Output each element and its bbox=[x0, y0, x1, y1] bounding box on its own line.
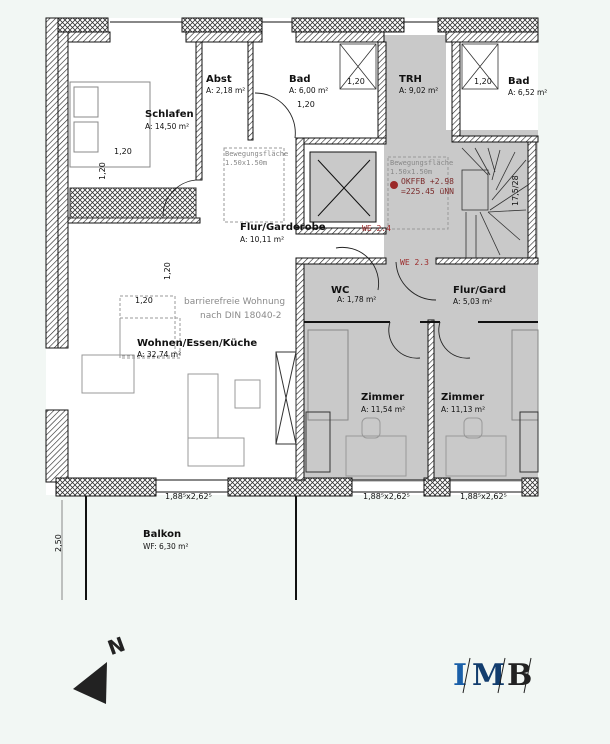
logo-i: I bbox=[453, 658, 467, 693]
room-area-schlafen: A: 14,50 m² bbox=[145, 122, 189, 131]
window-size: 1,88⁵x2,62⁵ bbox=[165, 492, 212, 501]
clearance-label: Bewegungsfläche bbox=[225, 150, 288, 158]
room-name-zimmer-2: Zimmer bbox=[441, 392, 484, 403]
window-size: 1,88⁵x2,62⁵ bbox=[363, 492, 410, 501]
room-name-balkon: Balkon bbox=[143, 529, 181, 540]
dimension: 1,20 bbox=[135, 296, 153, 305]
room-name-abst: Abst bbox=[206, 74, 232, 85]
accessible-note-din: nach DIN 18040-2 bbox=[200, 311, 282, 321]
room-area-flur-garderobe: A: 10,11 m² bbox=[240, 235, 284, 244]
logo-b: B bbox=[507, 658, 532, 693]
north-label: N bbox=[104, 632, 128, 660]
door-swings bbox=[162, 92, 471, 359]
clearance-label: Bewegungsfläche bbox=[390, 159, 453, 167]
unit-label-we-24: WE 2.4 bbox=[362, 224, 391, 233]
unit-label-we-23: WE 2.3 bbox=[400, 258, 429, 267]
dimension: 1,20 bbox=[163, 262, 172, 280]
furniture bbox=[81, 317, 539, 477]
room-area-bad-right: A: 6,52 m² bbox=[508, 88, 547, 97]
room-area-zimmer-1: A: 11,54 m² bbox=[361, 405, 405, 414]
room-area-wohnen: A: 32,74 m² bbox=[137, 350, 181, 359]
dimension: 1,20 bbox=[114, 147, 132, 156]
room-area-bad: A: 6,00 m² bbox=[289, 86, 328, 95]
clearance-size: 1.50x1.50m bbox=[390, 168, 432, 176]
clearance-area bbox=[119, 147, 449, 357]
elevator-cross bbox=[317, 159, 371, 217]
sea-level: =225.45 üNN bbox=[401, 187, 454, 196]
balcony bbox=[61, 496, 297, 600]
accessible-note: barrierefreie Wohnung bbox=[184, 297, 285, 307]
room-name-wohnen: Wohnen/Essen/Küche bbox=[137, 338, 257, 349]
wardrobe bbox=[69, 187, 197, 219]
room-area-balkon: WF: 6,30 m² bbox=[143, 542, 188, 551]
stair-ratio: 17,5/28 bbox=[511, 175, 520, 206]
room-name-flur-garderobe: Flur/Garderobe bbox=[240, 222, 326, 233]
room-labels: Schlafen A: 14,50 m² Abst A: 2,18 m² Bad… bbox=[137, 74, 547, 551]
room-area-wc: A: 1,78 m² bbox=[337, 295, 376, 304]
outer-walls bbox=[45, 17, 539, 497]
floor-level: OKFFB +2.98 bbox=[401, 177, 454, 186]
room-name-schlafen: Schlafen bbox=[145, 109, 194, 120]
dimension: 1,20 bbox=[297, 100, 315, 109]
window-size: 1,88⁵x2,62⁵ bbox=[460, 492, 507, 501]
inner-walls bbox=[67, 41, 539, 481]
level-marker-icon bbox=[390, 181, 398, 189]
room-name-bad: Bad bbox=[289, 74, 311, 85]
logo-m: M bbox=[472, 658, 505, 693]
room-name-wc: WC bbox=[331, 285, 349, 296]
room-area-trh: A: 9,02 m² bbox=[399, 86, 438, 95]
room-name-zimmer-1: Zimmer bbox=[361, 392, 404, 403]
room-name-bad-right: Bad bbox=[508, 76, 530, 87]
room-name-flur-gard: Flur/Gard bbox=[453, 285, 506, 296]
balcony-depth: 2,50 bbox=[54, 534, 63, 552]
dimension: 1,20 bbox=[474, 77, 492, 86]
dimension: 1,20 bbox=[98, 162, 107, 180]
clearance-size: 1.50x1.50m bbox=[225, 159, 267, 167]
room-area-zimmer-2: A: 11,13 m² bbox=[441, 405, 485, 414]
annotations: WE 2.4 WE 2.3 Bewegungsfläche 1.50x1.50m… bbox=[54, 77, 520, 552]
dimension: 1,20 bbox=[347, 77, 365, 86]
room-area-flur-gard: A: 5,03 m² bbox=[453, 297, 492, 306]
imb-logo: I M B bbox=[453, 657, 532, 694]
north-arrow-icon: N bbox=[73, 632, 128, 704]
bed bbox=[69, 81, 539, 421]
shower bbox=[339, 43, 499, 90]
room-name-trh: TRH bbox=[399, 74, 422, 85]
room-area-abst: A: 2,18 m² bbox=[206, 86, 245, 95]
staircase bbox=[461, 147, 529, 258]
